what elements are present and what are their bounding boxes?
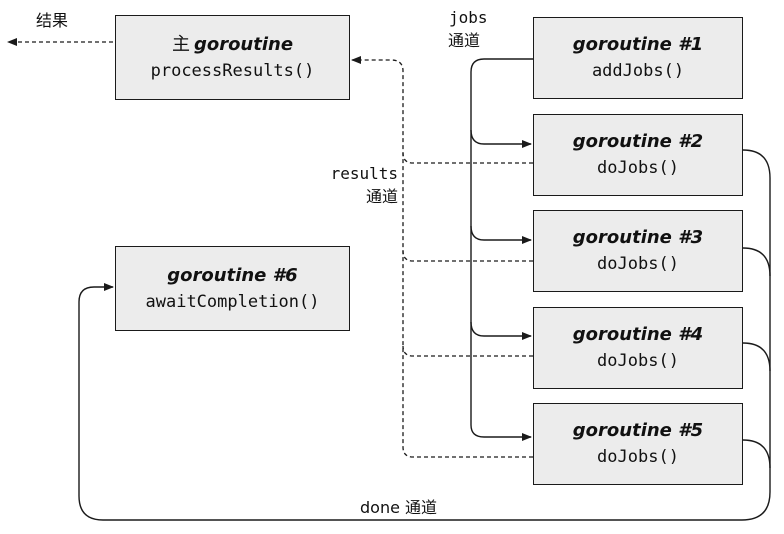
- jobs-channel-label-line2: 通道: [448, 31, 481, 50]
- done-channel-return: [78, 283, 771, 521]
- goroutine-4-call: doJobs(): [597, 351, 679, 371]
- jobs-branch-3: [470, 225, 532, 244]
- goroutine-6-title: goroutine #6: [167, 264, 298, 286]
- goroutine-2-title: goroutine #2: [572, 131, 704, 152]
- goroutine-1-title: goroutine #1: [572, 34, 704, 55]
- goroutine-1-call: addJobs(): [591, 61, 685, 81]
- goroutine-4-box: goroutine #4 doJobs(): [533, 307, 743, 389]
- results-channel-label-line2: 通道: [365, 187, 398, 206]
- goroutine-4-title: goroutine #4: [572, 324, 704, 345]
- result-label: 结果: [36, 11, 69, 30]
- goroutine-2-call: doJobs(): [597, 158, 679, 178]
- results-channel-label-line1: results: [330, 164, 398, 183]
- results-branch-2: [402, 152, 533, 164]
- goroutine-6-call: awaitCompletion(): [145, 291, 320, 312]
- goroutine-6-box: goroutine #6 awaitCompletion(): [115, 246, 350, 331]
- main-title-prefix: 主: [171, 33, 190, 55]
- goroutine-3-call: doJobs(): [597, 254, 679, 274]
- jobs-branch-4: [470, 321, 532, 340]
- goroutine-5-box: goroutine #5 doJobs(): [533, 403, 743, 485]
- results-channel-trunk: [351, 56, 533, 458]
- done-channel-feed-2: [742, 149, 771, 492]
- goroutine-5-call: doJobs(): [597, 447, 679, 467]
- main-goroutine-box: 主 goroutine processResults(): [115, 15, 350, 100]
- goroutine-1-box: goroutine #1 addJobs(): [533, 17, 743, 99]
- main-title-name: goroutine: [193, 33, 294, 55]
- jobs-channel-trunk: [470, 58, 533, 441]
- main-goroutine-call: processResults(): [150, 60, 315, 81]
- jobs-branch-2: [470, 129, 532, 148]
- goroutine-2-box: goroutine #2 doJobs(): [533, 114, 743, 196]
- jobs-channel-label-line1: jobs: [449, 8, 488, 27]
- done-channel-feed-5: [742, 439, 771, 469]
- results-branch-4: [402, 345, 533, 357]
- goroutine-3-box: goroutine #3 doJobs(): [533, 210, 743, 292]
- done-channel-feed-4: [742, 342, 771, 372]
- results-branch-3: [402, 250, 533, 262]
- done-channel-label: done 通道: [357, 498, 441, 518]
- done-channel-label-text: done 通道: [360, 498, 438, 517]
- main-goroutine-title: 主 goroutine: [172, 32, 293, 58]
- goroutine-3-title: goroutine #3: [572, 227, 704, 248]
- done-channel-feed-3: [742, 247, 771, 277]
- goroutine-5-title: goroutine #5: [572, 420, 704, 441]
